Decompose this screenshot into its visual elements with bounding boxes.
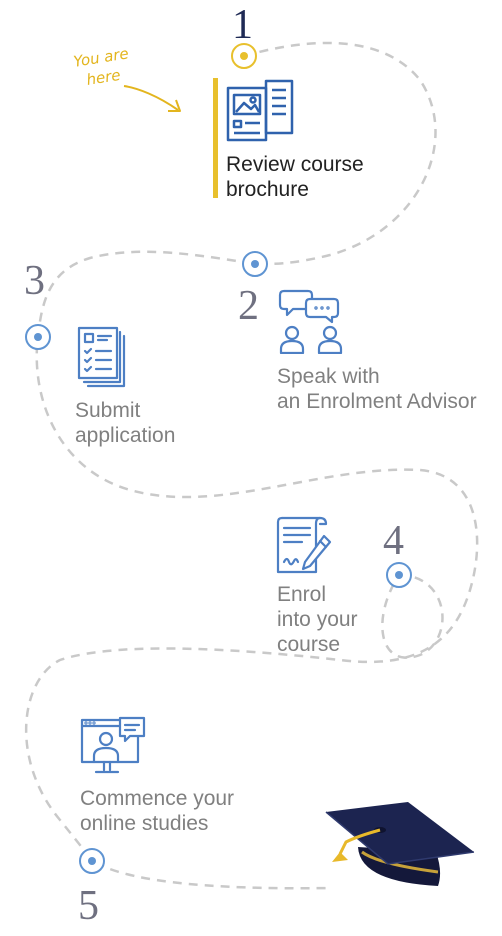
brochure-icon	[226, 79, 294, 142]
step-5-number: 5	[78, 883, 99, 929]
step-1-line-1: Review course	[226, 153, 364, 176]
step-4-label: Enrol into your course	[277, 582, 358, 657]
pointer-arrow-icon	[123, 85, 181, 112]
advisor-chat-icon	[278, 289, 343, 354]
online-study-screen-icon	[80, 716, 146, 774]
step-3-number: 3	[24, 258, 45, 304]
step-1-marker	[231, 43, 257, 69]
step-3-label: Submit application	[75, 398, 175, 448]
step-3-line-1: Submit	[75, 399, 141, 422]
step-5-line-2: online studies	[80, 812, 209, 835]
step-3-marker	[25, 324, 51, 350]
step-4-line-2: into your	[277, 608, 358, 631]
step-4-number: 4	[383, 518, 404, 564]
step-5-marker	[79, 848, 105, 874]
step-2-label: Speak with an Enrolment Advisor	[277, 364, 477, 414]
step-1-label: Review course brochure	[226, 152, 364, 202]
step-1-accent-bar	[213, 78, 218, 198]
step-4-marker	[386, 562, 412, 588]
step-2-number: 2	[238, 283, 259, 329]
step-4-line-1: Enrol	[277, 583, 327, 606]
step-3-line-2: application	[75, 424, 176, 447]
step-4-line-3: course	[277, 633, 341, 656]
step-1-number: 1	[232, 2, 253, 48]
step-2-marker	[242, 251, 268, 277]
enrol-document-pen-icon	[276, 516, 332, 574]
step-1-line-2: brochure	[226, 178, 309, 201]
step-5-label: Commence your online studies	[80, 786, 234, 836]
step-5-line-1: Commence your	[80, 787, 235, 810]
step-2-line-1: Speak with	[277, 365, 380, 388]
application-form-icon	[77, 326, 126, 388]
graduation-cap-icon	[325, 802, 475, 886]
step-2-line-2: an Enrolment Advisor	[277, 390, 477, 413]
